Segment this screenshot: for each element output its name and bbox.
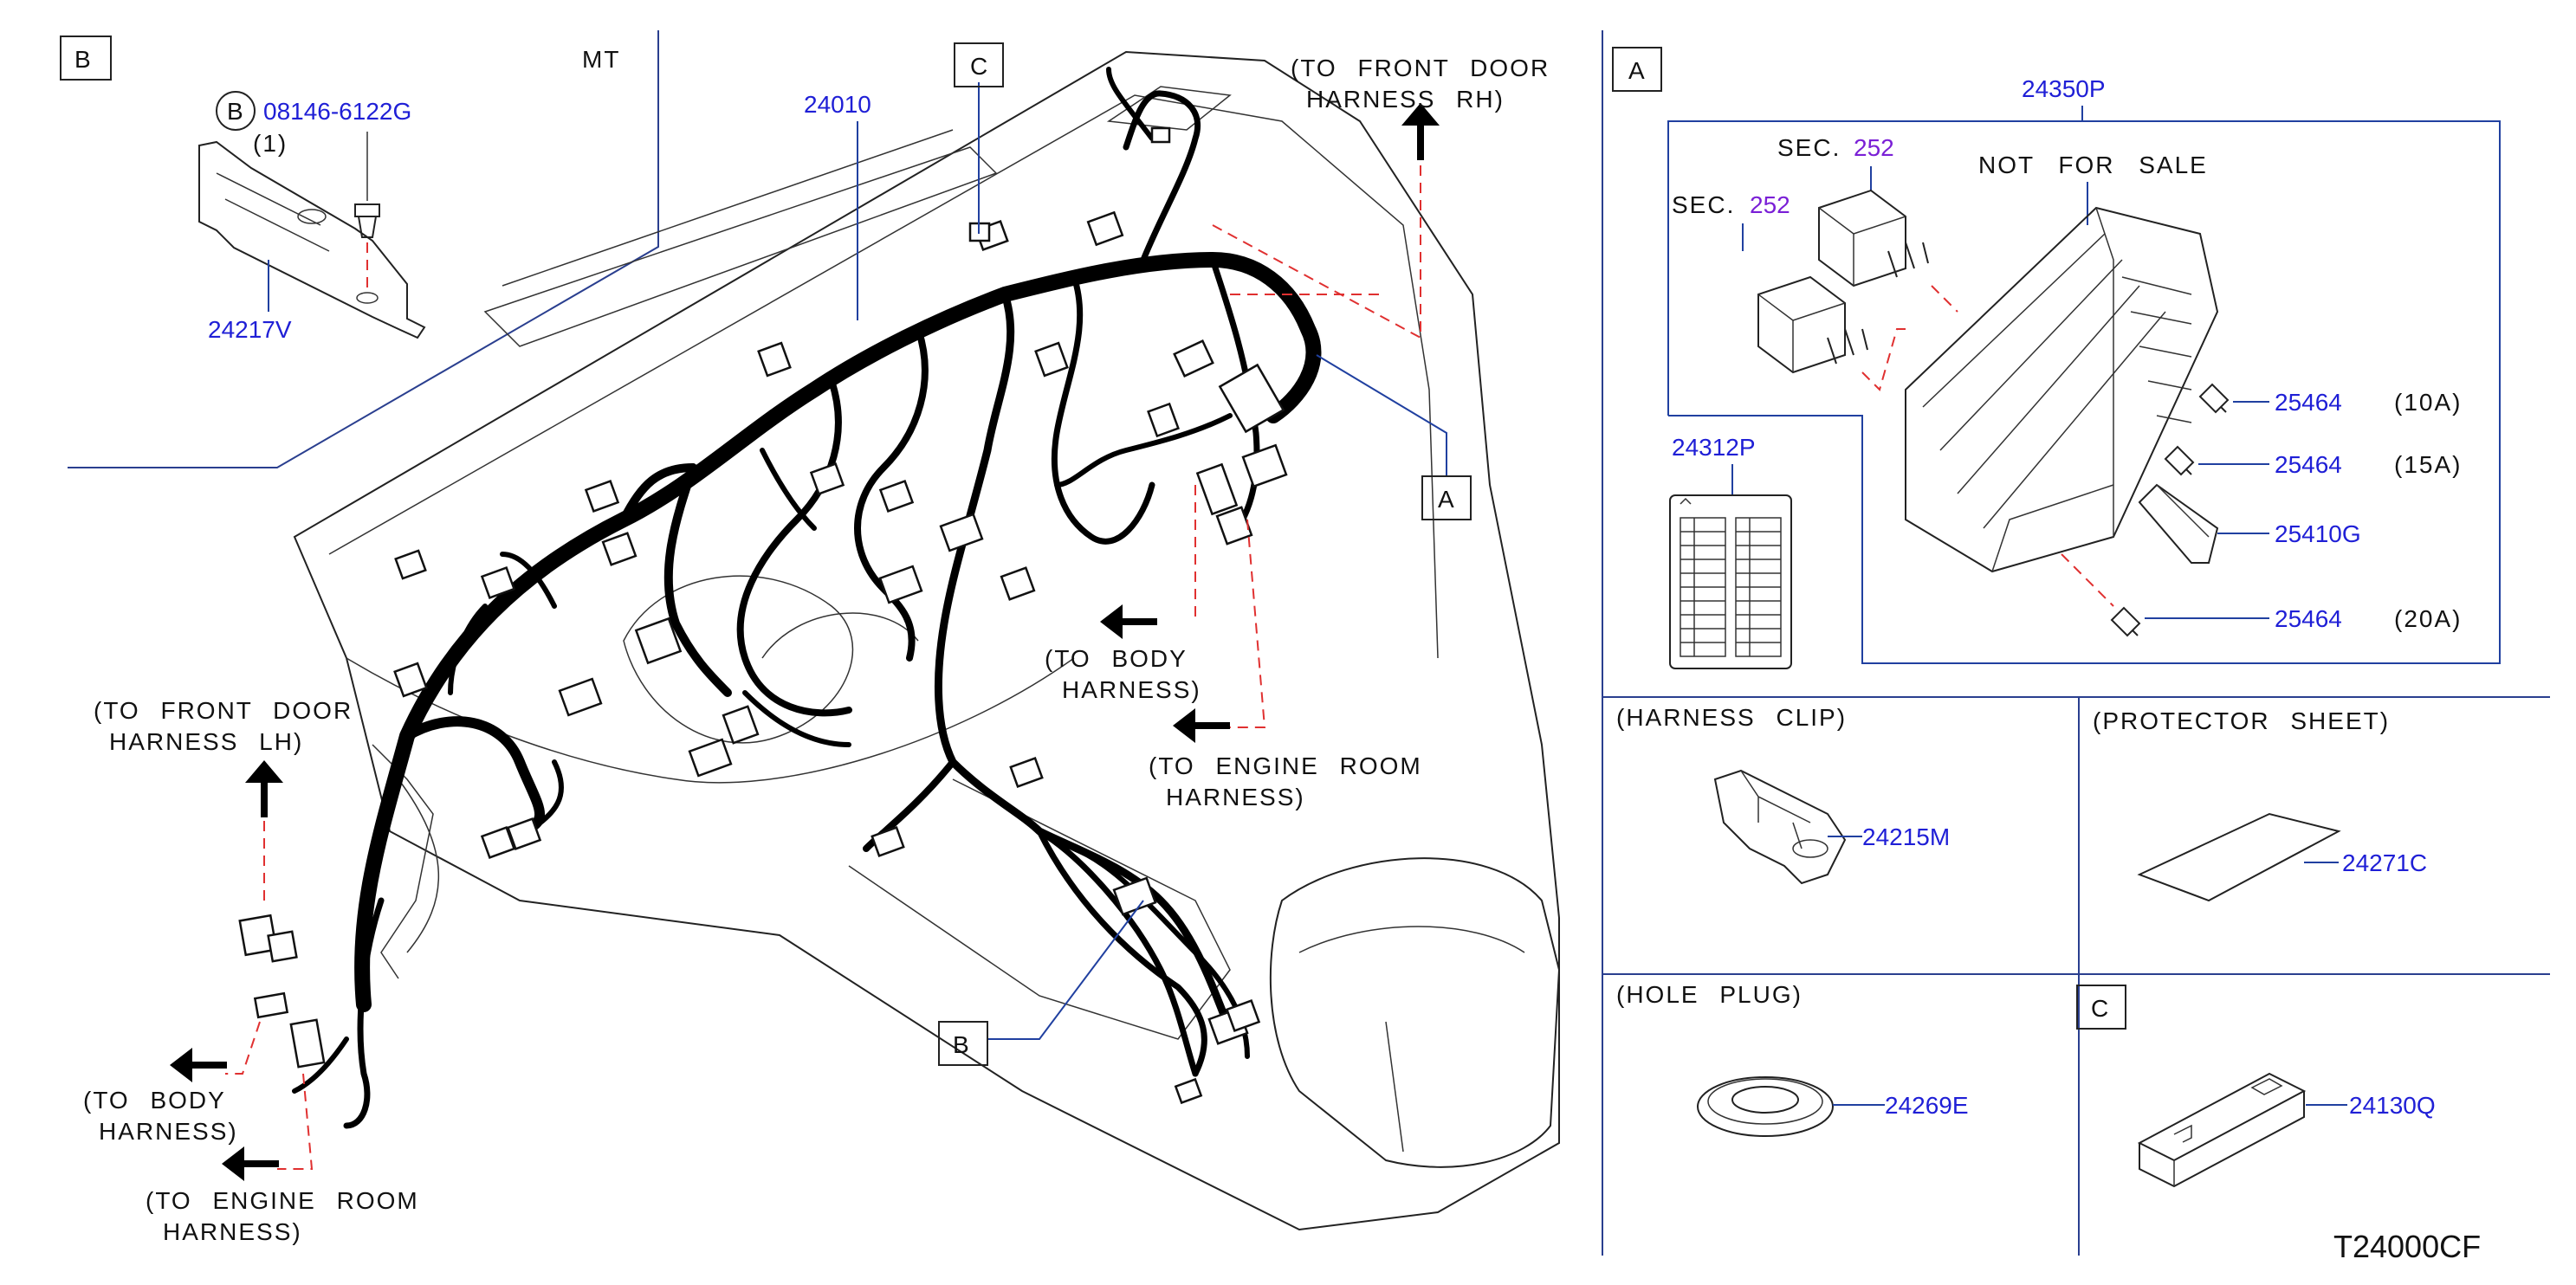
section-a-panel: A 24350P SEC. 252 SEC. 252 NOT FOR SALE — [1612, 47, 2501, 669]
sec-number-lower: 252 — [1750, 191, 1790, 218]
section-c-panel: C 24130Q — [2076, 985, 2436, 1188]
section-c-letter-box — [2076, 985, 2126, 1030]
fuse-rating: (15A) — [2394, 451, 2462, 478]
fusible-link-icon — [2138, 483, 2219, 564]
fuse-label-sheet-icon — [1669, 494, 1792, 669]
protector-sheet-icon — [2137, 812, 2341, 902]
bolt-quantity: (1) — [253, 130, 288, 157]
callout-leaders — [857, 82, 1447, 1040]
callout-a-box — [1421, 475, 1472, 520]
fusible-link-part-number: 25410G — [2275, 520, 2361, 547]
section-c-letter: C — [2091, 995, 2108, 1022]
front-door-lh-label-line2: HARNESS LH) — [109, 728, 303, 755]
callout-a-letter: A — [1438, 486, 1454, 513]
harness-clip-title: (HARNESS CLIP) — [1616, 704, 1847, 731]
dashboard-illustration — [293, 50, 1561, 1231]
section-c-part-number: 24130Q — [2349, 1092, 2436, 1119]
fuse-icon — [2164, 445, 2195, 476]
sec-label-lower: SEC. — [1672, 191, 1735, 218]
engine-room-left-line2: HARNESS) — [163, 1218, 302, 1245]
bracket-part-number: 24217V — [208, 316, 292, 343]
fuse-part-number: 25464 — [2275, 451, 2342, 478]
callout-b-letter: B — [953, 1031, 969, 1058]
engine-room-left-line1: (TO ENGINE ROOM — [146, 1187, 419, 1214]
fuse-part-number: 25464 — [2275, 389, 2342, 416]
harness-clip-panel: (HARNESS CLIP) 24215M — [1616, 704, 1950, 885]
protector-sheet-title: (PROTECTOR SHEET) — [2093, 707, 2390, 734]
diagram-code: T24000CF — [2333, 1229, 2481, 1264]
arrow-left-icon — [170, 1048, 227, 1082]
engine-room-right-line1: (TO ENGINE ROOM — [1149, 752, 1422, 779]
harness-clip-part-number: 24215M — [1862, 823, 1950, 850]
arrow-up-icon — [245, 760, 283, 817]
engine-room-right-line2: HARNESS) — [1166, 784, 1305, 810]
hole-plug-icon — [1697, 1076, 1834, 1137]
section-b-letter: B — [74, 46, 91, 73]
hole-plug-part-number: 24269E — [1885, 1092, 1969, 1119]
main-labels: 24010 C A B (TO FRONT DOOR HARNESS RH) (… — [83, 42, 1550, 1245]
panel-dividers — [68, 30, 2550, 1256]
fuse-rating: (10A) — [2394, 389, 2462, 416]
arrow-up-icon — [1401, 103, 1440, 160]
fuse-rating: (20A) — [2394, 605, 2462, 632]
protector-sheet-part-number: 24271C — [2342, 849, 2427, 876]
arrow-left-icon — [1100, 604, 1157, 639]
front-door-rh-label-line2: HARNESS RH) — [1306, 86, 1505, 113]
protector-sheet-panel: (PROTECTOR SHEET) 24271C — [2093, 707, 2427, 902]
section-b-letter-box — [60, 36, 112, 81]
harness-part-number: 24010 — [804, 91, 871, 118]
arrow-left-icon — [1173, 708, 1230, 743]
sec-label-upper: SEC. — [1777, 134, 1841, 161]
harness-clip-icon — [1713, 769, 1847, 885]
relay-icon — [1757, 275, 1868, 374]
model-label: MT — [582, 46, 620, 73]
callout-c-letter: C — [970, 53, 987, 80]
callout-b-box — [938, 1021, 988, 1066]
hole-plug-panel: (HOLE PLUG) 24269E — [1616, 981, 1969, 1137]
section-a-letter: A — [1628, 57, 1645, 84]
fuse-icon — [2198, 383, 2230, 414]
relay-icon — [1818, 189, 1929, 287]
section-b-inset: B MT B 08146-6122G (1) 24217V — [60, 36, 620, 343]
bolt-reference-letter: B — [227, 98, 243, 125]
fuse-block-part-number: 24350P — [2022, 75, 2106, 102]
not-for-sale-label: NOT FOR SALE — [1978, 152, 2208, 178]
fuse-icon — [2110, 606, 2141, 637]
bolt-reference-circle — [216, 91, 256, 131]
hole-plug-title: (HOLE PLUG) — [1616, 981, 1803, 1008]
harness-connectors — [238, 126, 1288, 1105]
bracket-clip-icon — [2137, 1072, 2307, 1188]
bracket-icon — [198, 140, 426, 339]
front-door-lh-label-line1: (TO FRONT DOOR — [94, 697, 353, 724]
fuse-block-icon — [1905, 206, 2219, 573]
fuse-part-number: 25464 — [2275, 605, 2342, 632]
body-harness-right-line2: HARNESS) — [1062, 676, 1201, 703]
callout-c-box — [954, 42, 1004, 87]
body-harness-left-line1: (TO BODY — [83, 1087, 226, 1114]
sec-number-upper: 252 — [1854, 134, 1894, 161]
body-harness-right-line1: (TO BODY — [1045, 645, 1188, 672]
bolt-icon — [354, 132, 380, 294]
direction-arrows — [170, 103, 1440, 1181]
bolt-part-number: 08146-6122G — [263, 98, 411, 125]
wiring-harness — [292, 67, 1322, 1129]
label-sheet-part-number: 24312P — [1672, 434, 1756, 461]
section-a-letter-box — [1612, 47, 1662, 92]
body-harness-left-line2: HARNESS) — [99, 1118, 238, 1145]
front-door-rh-label-line1: (TO FRONT DOOR — [1291, 55, 1550, 81]
arrow-left-icon — [222, 1146, 279, 1181]
